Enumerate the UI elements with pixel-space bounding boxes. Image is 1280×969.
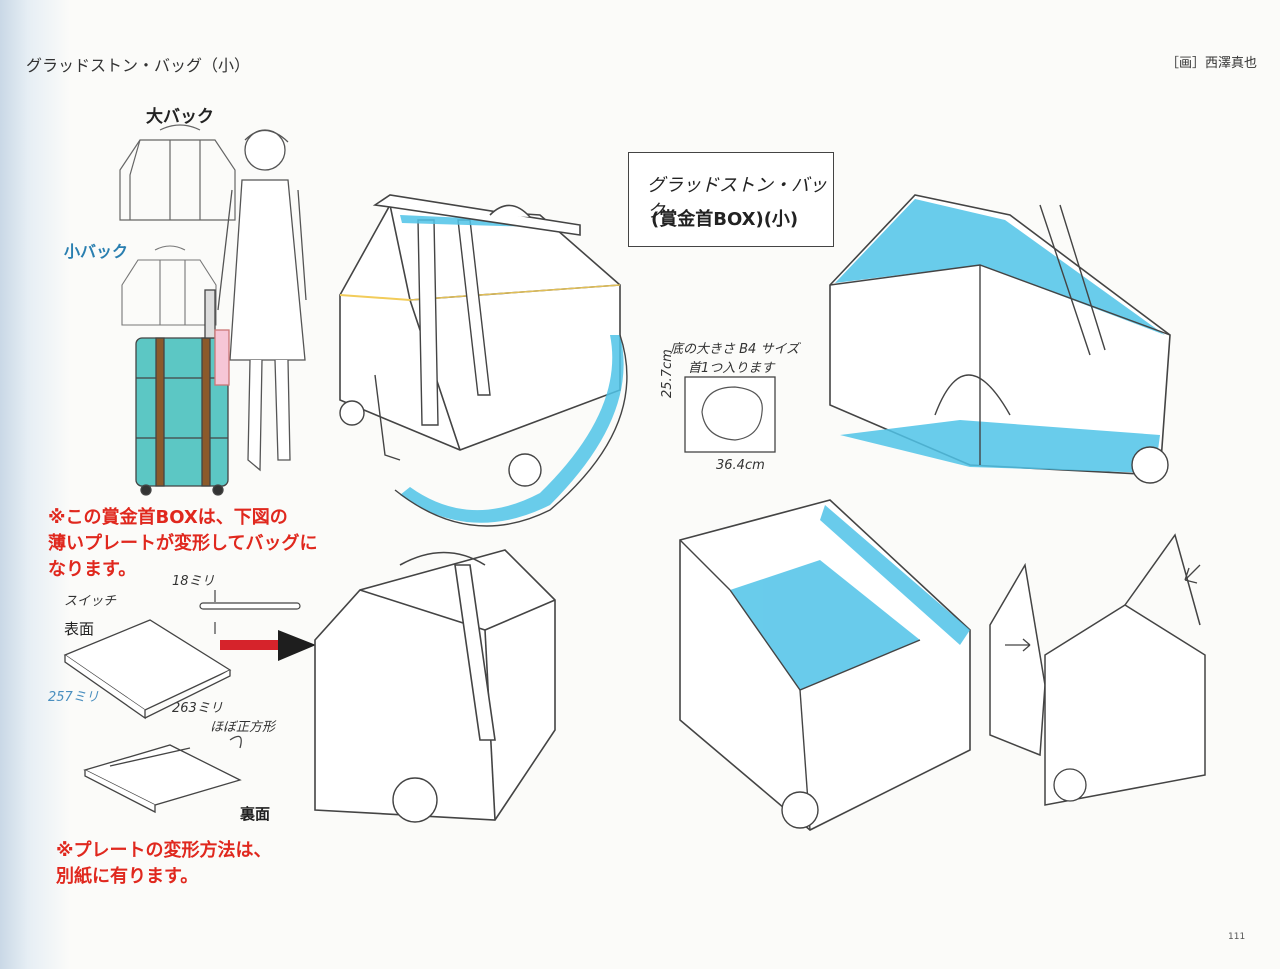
- height-dimension: 25.7cm: [660, 349, 675, 398]
- plate-note-line1: ※この賞金首BOXは、下図の: [48, 507, 288, 528]
- plate-diagrams: [63, 590, 301, 814]
- width-dimension: 36.4cm: [716, 458, 765, 473]
- transform-arrow-icon: [220, 630, 316, 661]
- plate-note-line3: なります。: [48, 559, 137, 580]
- bag-mechanism-view: [989, 533, 1206, 806]
- size-note-line2: 首1つ入ります: [688, 361, 775, 376]
- page-title: グラッドストン・バッグ（小）: [26, 56, 251, 75]
- artist-credit: ［画］西澤真也: [1166, 56, 1258, 71]
- method-note-line2: 別紙に有ります。: [56, 866, 199, 887]
- page-number: 111: [1228, 932, 1246, 942]
- shoulder-strap: [374, 334, 628, 527]
- back-face-label: 裏面: [240, 805, 271, 823]
- direction-arrow-icon: [1005, 564, 1201, 652]
- large-bag-sketch: [119, 124, 236, 221]
- method-note-line1: ※プレートの変形方法は、: [56, 840, 272, 861]
- size-note-line1: 底の大きさ B4 サイズ: [670, 342, 800, 357]
- character-figure: [214, 129, 307, 472]
- character-sketch: [119, 124, 307, 496]
- small-bag-label: 小バック: [64, 242, 129, 261]
- bag-title-line2: (賞金首BOX)(小): [651, 209, 799, 230]
- shape-note: ほぼ正方形: [210, 720, 276, 735]
- gladstone-bag-front-view: [339, 194, 628, 527]
- side-a-label: 257ミリ: [48, 690, 99, 705]
- large-bag-label: 大バック: [146, 107, 214, 127]
- head-outline-icon: [701, 386, 763, 441]
- small-bag-sketch: [121, 245, 217, 326]
- page-edge-shadow: [0, 0, 70, 969]
- teal-suitcase: [135, 289, 229, 496]
- base-dimension-diagram: [684, 376, 776, 453]
- bag-title-line1: グラッドストン・バック: [647, 175, 827, 222]
- plate-note-line2: 薄いプレートが変形してバッグに: [48, 533, 318, 554]
- thickness-label: 18ミリ: [172, 574, 215, 589]
- gladstone-bag-bottom-view: [829, 194, 1171, 484]
- gladstone-bag-open-view: [679, 499, 971, 831]
- handle: [372, 194, 581, 236]
- rotate-icon: [229, 735, 242, 749]
- front-face-label: 表面: [64, 620, 95, 638]
- bag-title-box: グラッドストン・バック (賞金首BOX)(小): [628, 152, 834, 247]
- gladstone-bag-closed-view: [314, 549, 556, 823]
- side-b-label: 263ミリ: [172, 701, 223, 716]
- switch-label: スイッチ: [64, 594, 117, 609]
